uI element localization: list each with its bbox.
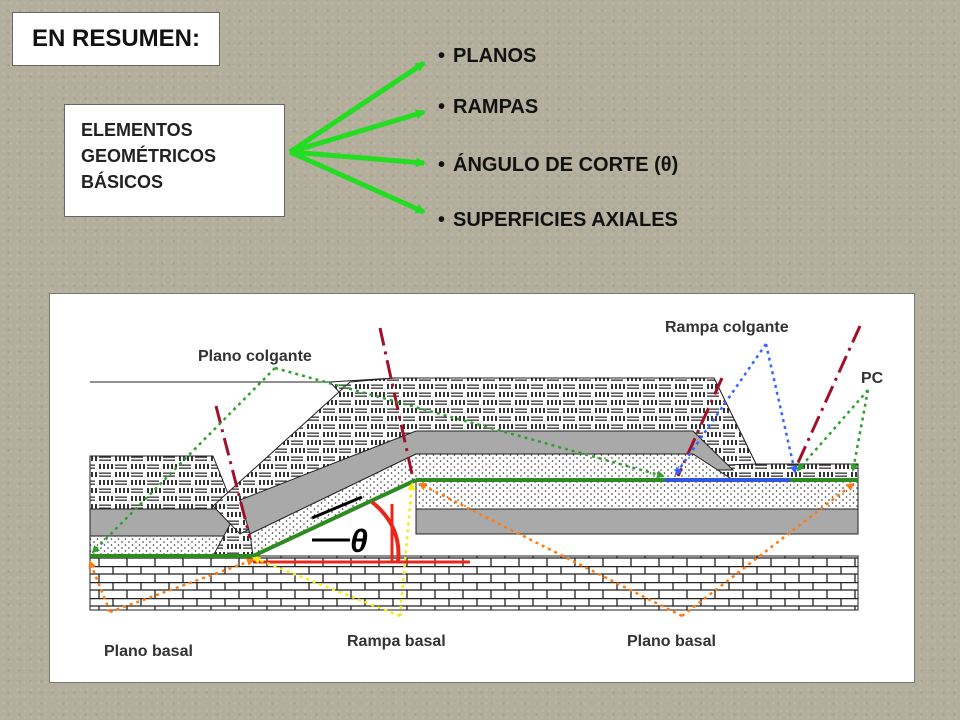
bullet-superficies-axiales: •SUPERFICIES AXIALES: [438, 209, 678, 231]
pointer-rampa-basal: [252, 556, 401, 618]
arrow-to-rampas: [289, 109, 426, 155]
slip-arrow-upper: [311, 495, 363, 520]
axial-surface-3: [676, 377, 724, 477]
bullet-rampas: •RAMPAS: [438, 96, 539, 118]
axial-surface-4: [790, 325, 862, 477]
bullet-angulo-corte: •ÁNGULO DE CORTE (θ): [438, 154, 679, 176]
label-plano-basal-left: Plano basal: [104, 643, 193, 660]
elements-line-3: BÁSICOS: [81, 172, 164, 192]
axial-surface-1: [214, 405, 252, 539]
summary-title: EN RESUMEN:: [12, 12, 220, 66]
label-rampa-colgante: Rampa colgante: [665, 319, 789, 336]
fault-bend-diagram: θ Plano colgante Rampa colgante PC Plano…: [49, 293, 915, 683]
arrow-to-planos: [288, 60, 426, 155]
label-plano-basal-right: Plano basal: [627, 633, 716, 650]
footwall-right-gray: [415, 508, 859, 535]
pointer-plano-basal-right-2: [681, 482, 855, 617]
axial-surface-2: [378, 327, 414, 475]
label-plano-colgante: Plano colgante: [198, 348, 312, 365]
label-pc: PC: [861, 370, 884, 387]
theta-arc: [370, 500, 401, 563]
bullet-planos: •PLANOS: [438, 45, 537, 67]
rampa-basal-line: [252, 478, 417, 558]
elements-line-1: ELEMENTOS: [81, 120, 193, 140]
elements-line-2: GEOMÉTRICOS: [81, 146, 217, 166]
theta-symbol: θ: [350, 523, 368, 559]
footwall-limestone: [89, 555, 859, 611]
pointer-pc-2: [850, 389, 870, 472]
pointer-rampa-basal-2: [398, 482, 416, 617]
pointer-pc: [796, 389, 869, 472]
pointer-rampa-colgante-2: [764, 343, 798, 474]
arrow-to-angulo: [289, 149, 426, 168]
pointer-plano-basal-left-2: [109, 558, 255, 614]
pointer-plano-basal-left: [88, 560, 112, 613]
diagram-svg: θ Plano colgante Rampa colgante PC Plano…: [88, 319, 884, 660]
pointer-rampa-colgante: [674, 343, 768, 476]
pointer-plano-colgante: [91, 367, 276, 554]
arrow-to-superficies: [288, 149, 426, 215]
label-rampa-basal: Rampa basal: [347, 633, 446, 650]
elements-box: ELEMENTOS GEOMÉTRICOS BÁSICOS: [64, 104, 285, 217]
